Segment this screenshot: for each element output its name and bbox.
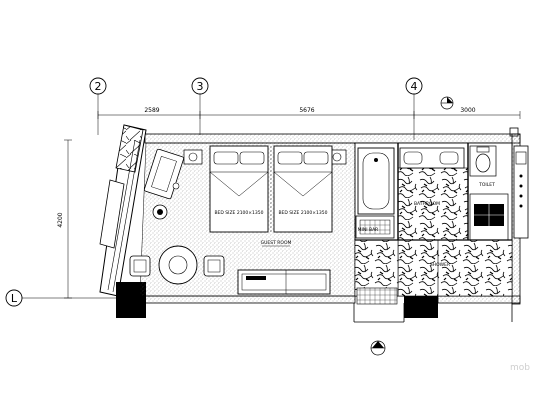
bed-size-label-1: BED SIZE 2100×1350 <box>214 210 263 216</box>
corridor-wall <box>353 303 513 323</box>
grid-axis-2-label: 2 <box>95 80 102 93</box>
bed-2: BED SIZE 2100×1350 <box>273 145 333 233</box>
dimension-vertical-label: 4200 <box>57 212 64 227</box>
lounge-chair <box>144 148 184 220</box>
dimension-top: 2589 5676 3000 <box>97 107 521 119</box>
entrance-area <box>513 145 529 239</box>
grid-axis-3-label: 3 <box>197 80 204 93</box>
dimension-right: 3000 <box>460 107 475 114</box>
grid-axis-2: 2 <box>89 77 107 135</box>
section-marker-bottom <box>370 340 386 356</box>
bathroom-label: BATHROOM <box>414 201 440 207</box>
toilet-label: TOILET <box>478 182 495 188</box>
facade-wall <box>99 124 147 297</box>
grid-axis-L-label: L <box>11 292 18 305</box>
shower-label: SHOWER <box>430 262 450 268</box>
guest-room-label: GUEST ROOM <box>261 240 292 246</box>
dimension-left: 2589 <box>144 107 159 114</box>
round-table-set <box>129 245 225 285</box>
grid-axis-4-label: 4 <box>411 80 418 93</box>
bed-1: BED SIZE 2100×1350 <box>209 145 269 233</box>
dimension-vertical: 4200 <box>57 139 72 299</box>
section-marker-top <box>440 96 454 110</box>
bathroom-block <box>354 142 513 305</box>
dimension-middle: 5676 <box>299 107 314 114</box>
side-table-lamp <box>183 149 347 165</box>
mini-bar-label: MINI BAR <box>358 227 379 233</box>
grid-axis-3: 3 <box>191 77 209 135</box>
grid-axis-4: 4 <box>405 77 423 140</box>
bed-size-label-2: BED SIZE 2100×1350 <box>278 210 327 216</box>
watermark: mob <box>510 363 530 373</box>
tv-cabinet <box>237 269 331 295</box>
